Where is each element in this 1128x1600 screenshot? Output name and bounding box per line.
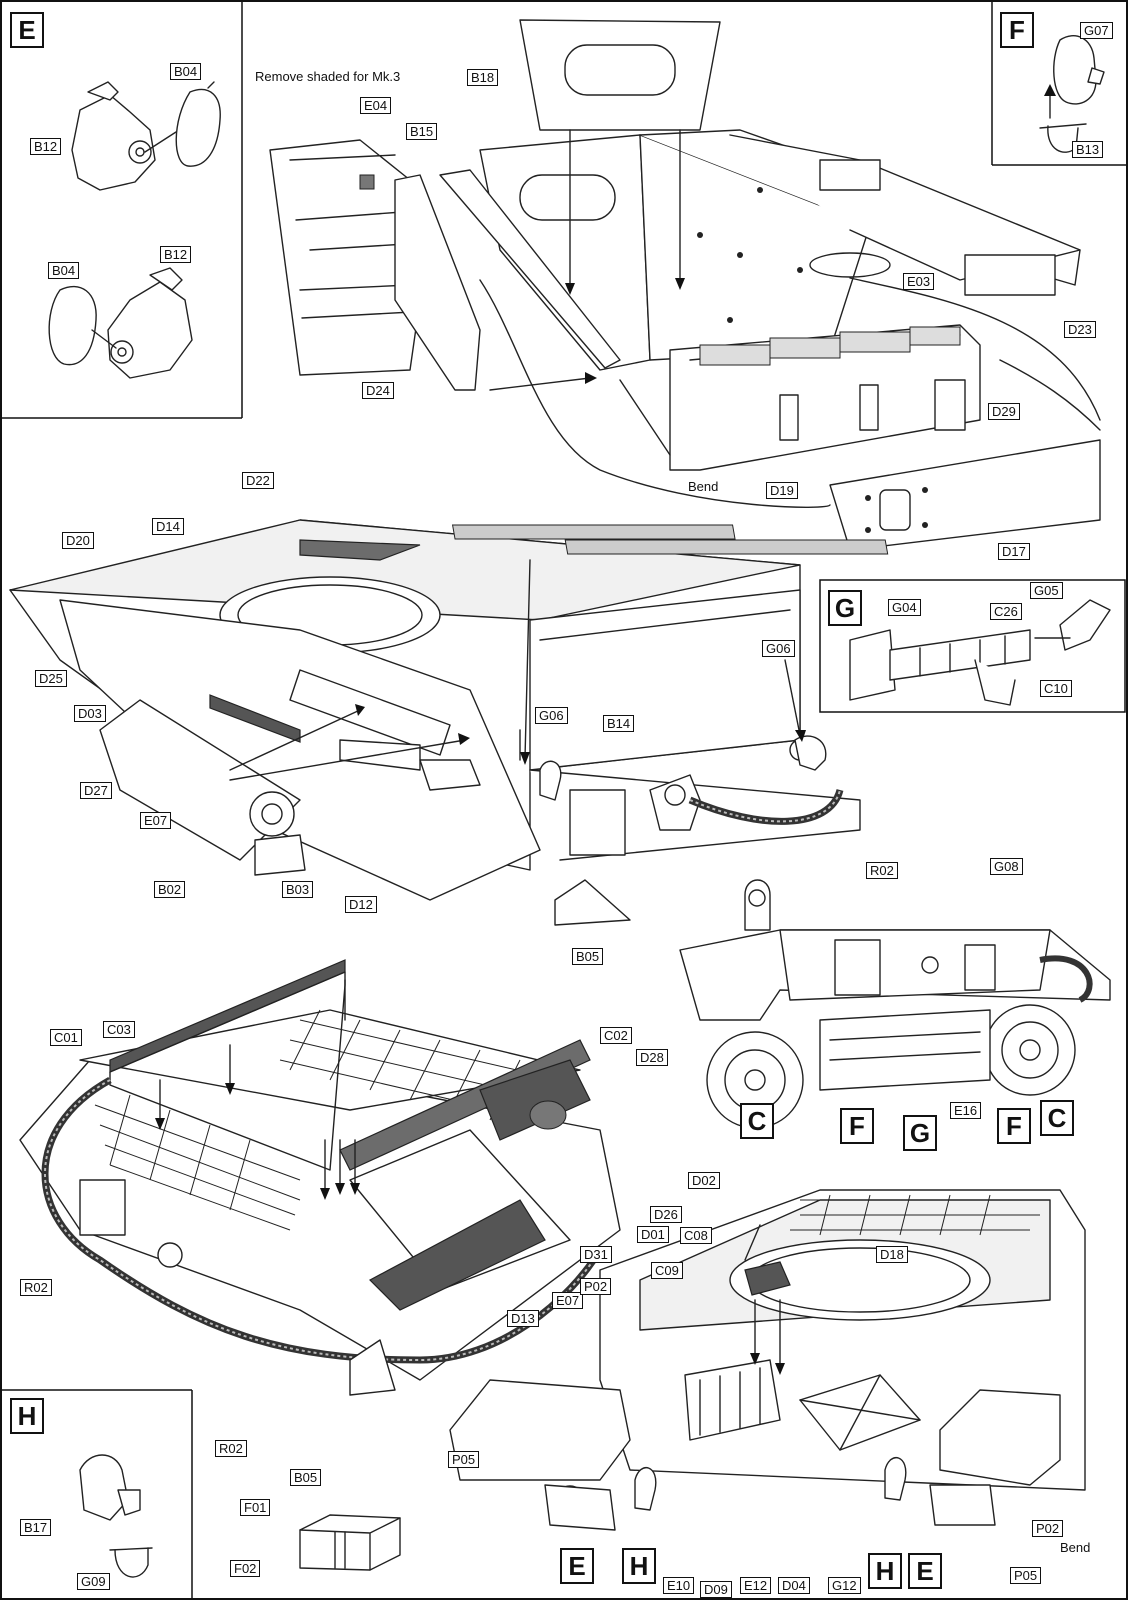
part-label-d23: D23 bbox=[1064, 321, 1096, 338]
part-label-d04: D04 bbox=[778, 1577, 810, 1594]
part-label-e04: E04 bbox=[360, 97, 392, 114]
callout-h-rear-left: H bbox=[622, 1548, 656, 1584]
part-label-c01: C01 bbox=[50, 1029, 82, 1046]
part-label-e03: E03 bbox=[903, 273, 935, 290]
upper-hull-sides bbox=[269, 19, 1101, 551]
part-label-b18: B18 bbox=[467, 69, 499, 86]
part-label-e10: E10 bbox=[663, 1577, 695, 1594]
part-label-c03: C03 bbox=[103, 1021, 135, 1038]
part-label-c09: C09 bbox=[651, 1262, 683, 1279]
callout-h: H bbox=[10, 1398, 44, 1434]
callout-f-right: F bbox=[997, 1108, 1031, 1144]
part-label-b02: B02 bbox=[154, 881, 186, 898]
part-label-b15: B15 bbox=[406, 123, 438, 140]
part-label-d29: D29 bbox=[988, 403, 1020, 420]
part-label-g12: G12 bbox=[828, 1577, 861, 1594]
part-label-d14: D14 bbox=[152, 518, 184, 535]
engine-deck-drawing bbox=[19, 959, 621, 1396]
part-label-f02: F02 bbox=[230, 1560, 261, 1577]
part-label-b04-bottom: B04 bbox=[48, 262, 80, 279]
rear-view-drawing bbox=[679, 879, 1111, 1129]
part-label-d12: D12 bbox=[345, 896, 377, 913]
box-h-drawing bbox=[79, 1454, 153, 1578]
callout-f-left: F bbox=[840, 1108, 874, 1144]
part-label-b04-top: B04 bbox=[170, 63, 202, 80]
part-label-r02-left: R02 bbox=[20, 1279, 52, 1296]
part-label-d02: D02 bbox=[688, 1172, 720, 1189]
note-remove-shaded: Remove shaded for Mk.3 bbox=[255, 69, 401, 84]
part-label-e07-lower: E07 bbox=[552, 1292, 584, 1309]
box-e-drawing bbox=[48, 81, 221, 379]
part-label-e12: E12 bbox=[740, 1577, 772, 1594]
callout-c-left: C bbox=[740, 1103, 774, 1139]
f01-f02-drawing bbox=[299, 1514, 401, 1571]
part-label-c02: C02 bbox=[600, 1027, 632, 1044]
part-label-p05-left: P05 bbox=[448, 1451, 480, 1468]
part-label-b03: B03 bbox=[282, 881, 314, 898]
part-label-c10: C10 bbox=[1040, 680, 1072, 697]
part-label-d28: D28 bbox=[636, 1049, 668, 1066]
part-label-g07: G07 bbox=[1080, 22, 1113, 39]
part-label-g05: G05 bbox=[1030, 582, 1063, 599]
part-label-b12-bottom: B12 bbox=[160, 246, 192, 263]
callout-g: G bbox=[828, 590, 862, 626]
part-label-d17: D17 bbox=[998, 543, 1030, 560]
part-label-d26: D26 bbox=[650, 1206, 682, 1223]
part-label-d01: D01 bbox=[637, 1226, 669, 1243]
part-label-d27: D27 bbox=[80, 782, 112, 799]
part-label-g09: G09 bbox=[77, 1573, 110, 1590]
part-label-p05-right: P05 bbox=[1010, 1567, 1042, 1584]
callout-g-rear: G bbox=[903, 1115, 937, 1151]
part-label-p02-right: P02 bbox=[1032, 1520, 1064, 1537]
rear-deck-drawing bbox=[449, 1189, 1086, 1531]
part-label-d19: D19 bbox=[766, 482, 798, 499]
part-label-d31: D31 bbox=[580, 1246, 612, 1263]
note-bend-lower: Bend bbox=[1060, 1540, 1091, 1555]
part-label-b05-lower: B05 bbox=[290, 1469, 322, 1486]
part-label-d18: D18 bbox=[876, 1246, 908, 1263]
box-f-drawing bbox=[1039, 35, 1105, 153]
part-label-f01: F01 bbox=[240, 1499, 271, 1516]
part-label-g06-left: G06 bbox=[535, 707, 568, 724]
part-label-g04: G04 bbox=[888, 599, 921, 616]
callout-f: F bbox=[1000, 12, 1034, 48]
part-label-e07-mid: E07 bbox=[140, 812, 172, 829]
callout-h-rear-right: H bbox=[868, 1553, 902, 1589]
hull-assembly-mid bbox=[9, 519, 889, 926]
part-label-b17: B17 bbox=[20, 1519, 52, 1536]
part-label-c08: C08 bbox=[680, 1227, 712, 1244]
part-label-p02-left: P02 bbox=[580, 1278, 612, 1295]
part-label-r02-bottom: R02 bbox=[215, 1440, 247, 1457]
part-label-d13: D13 bbox=[507, 1310, 539, 1327]
callout-e-rear-right: E bbox=[908, 1553, 942, 1589]
part-label-b14: B14 bbox=[603, 715, 635, 732]
part-label-b12-top: B12 bbox=[30, 138, 62, 155]
part-label-d09: D09 bbox=[700, 1581, 732, 1598]
part-label-d20: D20 bbox=[62, 532, 94, 549]
part-label-c26: C26 bbox=[990, 603, 1022, 620]
part-label-e16: E16 bbox=[950, 1102, 982, 1119]
part-label-g06-right: G06 bbox=[762, 640, 795, 657]
note-bend-upper: Bend bbox=[688, 479, 719, 494]
part-label-d22: D22 bbox=[242, 472, 274, 489]
part-label-b05-mid: B05 bbox=[572, 948, 604, 965]
part-label-b13: B13 bbox=[1072, 141, 1104, 158]
part-label-d03: D03 bbox=[74, 705, 106, 722]
callout-e-rear-left: E bbox=[560, 1548, 594, 1584]
box-g-drawing bbox=[849, 599, 1111, 706]
part-label-d24: D24 bbox=[362, 382, 394, 399]
part-label-d25: D25 bbox=[35, 670, 67, 687]
part-label-r02-mid: R02 bbox=[866, 862, 898, 879]
callout-e: E bbox=[10, 12, 44, 48]
callout-c-right: C bbox=[1040, 1100, 1074, 1136]
part-label-g08: G08 bbox=[990, 858, 1023, 875]
